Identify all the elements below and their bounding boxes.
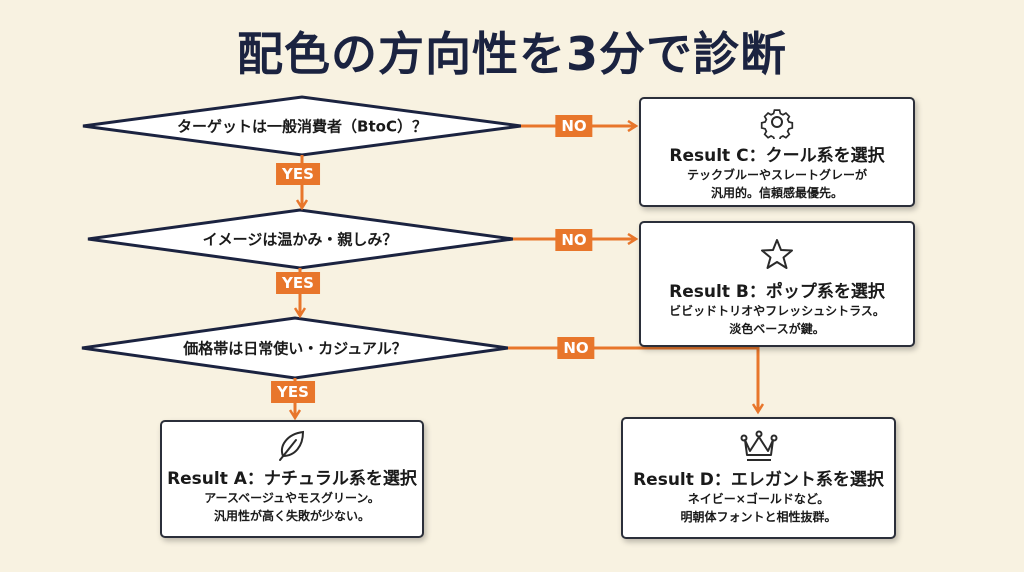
result-d-desc-line1: ネイビー×ゴールドなど。	[687, 492, 830, 506]
result-a-title: Result A：ナチュラル系を選択	[167, 469, 417, 489]
result-b-desc-line1: ビビッドトリオやフレッシュシトラス。	[669, 304, 885, 318]
question-2-text: イメージは温かみ・親しみ？	[202, 230, 398, 249]
result-d-title: Result D：エレガント系を選択	[633, 470, 884, 490]
star-icon	[761, 239, 793, 269]
no-connector-3	[508, 346, 758, 412]
result-a-desc-line1: アースベージュやモスグリーン。	[204, 491, 380, 505]
question-1-text: ターゲットは一般消費者（BtoC）？	[177, 117, 427, 136]
question-3-text: 価格帯は日常使い・カジュアル？	[183, 339, 407, 358]
result-c-desc-line1: テックブルーやスレートグレーが	[686, 168, 867, 182]
no-label-3: NO	[557, 337, 595, 359]
result-c-title: Result C：クール系を選択	[669, 146, 885, 166]
yes-label-1: YES	[276, 163, 320, 185]
result-a-card: Result A：ナチュラル系を選択 アースベージュやモスグリーン。 汎用性が高…	[160, 420, 424, 538]
result-c-card: Result C：クール系を選択 テックブルーやスレートグレーが 汎用的。信頼感…	[639, 97, 915, 207]
result-b-desc-line2: 淡色ベースが鍵。	[729, 322, 825, 336]
result-d-card: Result D：エレガント系を選択 ネイビー×ゴールドなど。 明朝体フォントと…	[621, 417, 896, 539]
gear-icon	[760, 109, 794, 139]
result-b-title: Result B：ポップ系を選択	[669, 282, 885, 302]
result-d-desc-line2: 明朝体フォントと相性抜群。	[680, 510, 837, 524]
no-label-2: NO	[555, 229, 593, 251]
crown-icon	[740, 430, 777, 461]
yes-label-3: YES	[271, 381, 315, 403]
result-a-desc-line2: 汎用性が高く失敗が少ない。	[213, 509, 370, 523]
no-label-1: NO	[555, 115, 593, 137]
result-b-card: Result B：ポップ系を選択 ビビッドトリオやフレッシュシトラス。 淡色ベー…	[639, 221, 915, 347]
yes-label-2: YES	[276, 272, 320, 294]
result-c-desc-line2: 汎用的。信頼感最優先。	[710, 186, 843, 200]
leaf-icon	[279, 430, 305, 461]
page-title: 配色の方向性を3分で診断	[236, 27, 787, 81]
